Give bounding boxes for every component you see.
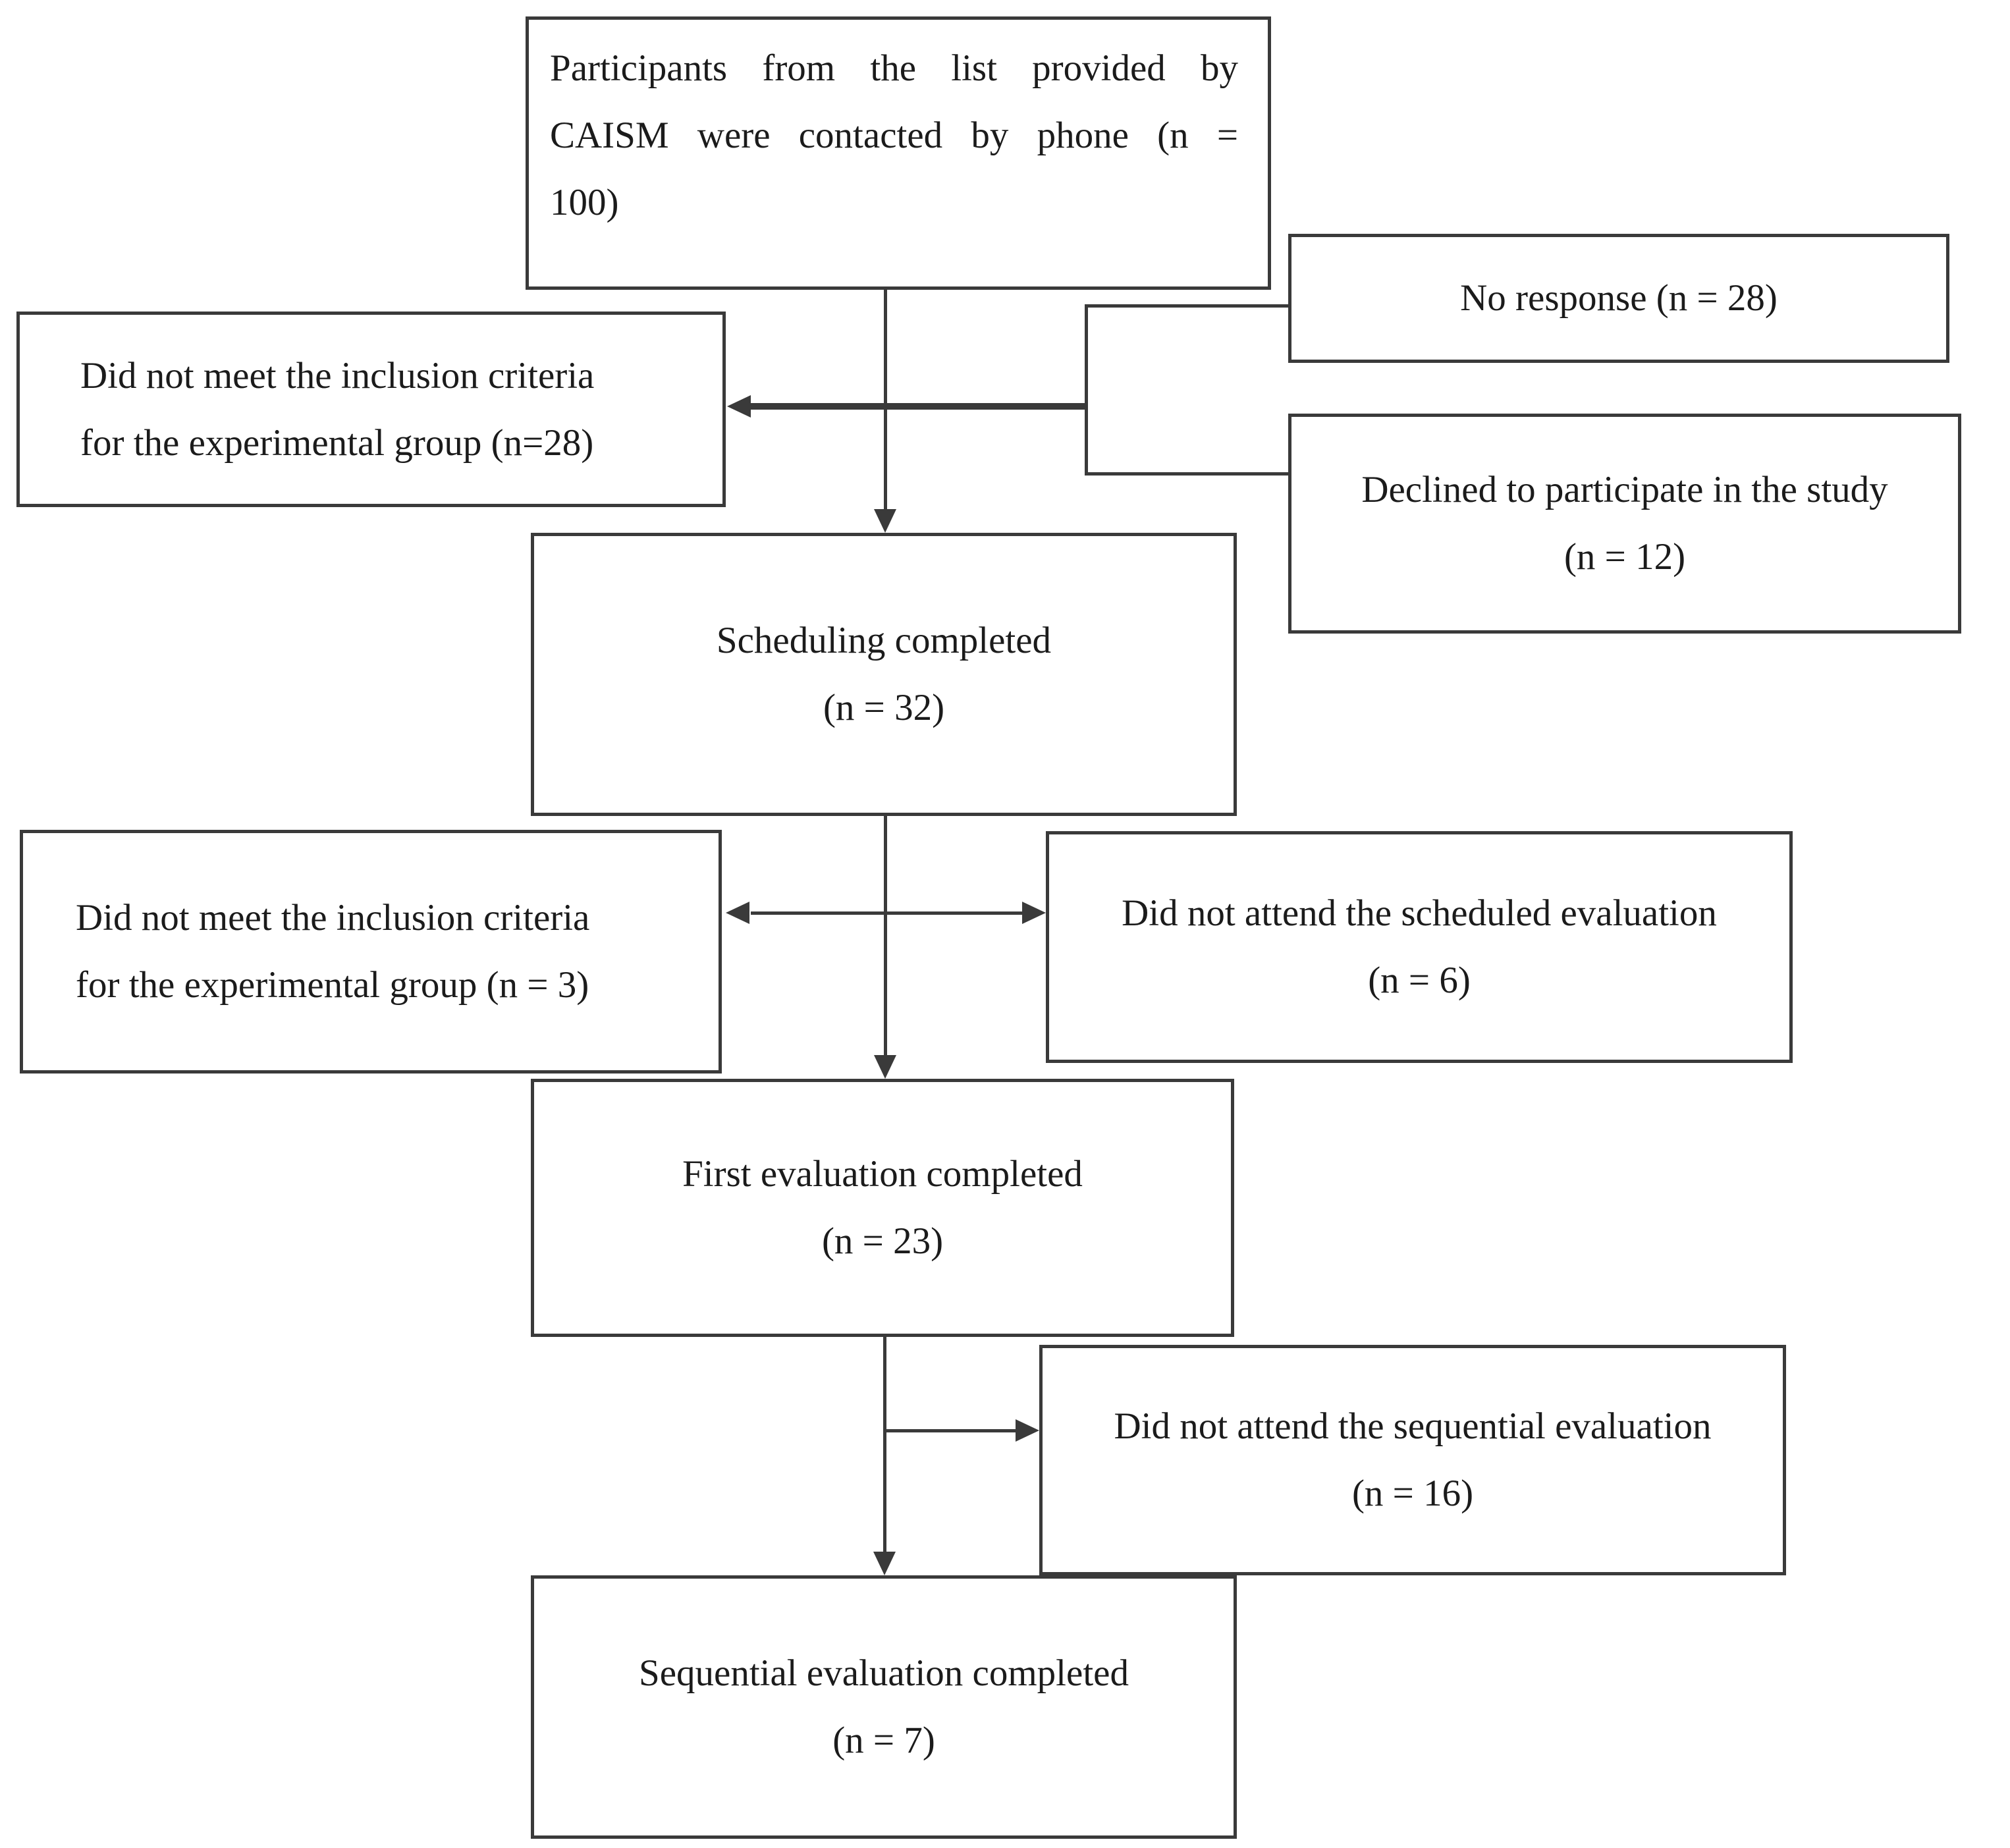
node-text-line: 100) — [550, 181, 619, 223]
node-text-line: Participants from the list provided by — [550, 47, 1238, 89]
node-no-response: No response (n = 28) — [1288, 234, 1949, 363]
connector-to-no-response — [1085, 304, 1288, 308]
node-excluded-inclusion-criteria-n3: Did not meet the inclusion criteria for … — [20, 830, 722, 1073]
arrowhead-down-first-eval — [874, 1055, 896, 1079]
node-text-line: First evaluation completed — [682, 1153, 1083, 1195]
connector-excluded-and-missed-scheduled — [751, 911, 1022, 915]
node-text-line: Did not attend the scheduled evaluation — [1122, 892, 1717, 934]
node-text-line: (n = 12) — [1563, 536, 1686, 578]
connector-to-missed-sequential — [884, 1429, 1016, 1432]
node-text-line: No response (n = 28) — [1460, 277, 1778, 319]
node-text-line: (n = 16) — [1351, 1473, 1474, 1514]
node-text-line: Sequential evaluation completed — [639, 1652, 1129, 1694]
node-text-line: Did not meet the inclusion criteria — [80, 354, 595, 396]
node-text-line: CAISM were contacted by phone (n = — [550, 114, 1238, 156]
connector-first-eval-to-sequential — [883, 1337, 886, 1553]
node-text-line: Declined to participate in the study — [1361, 469, 1888, 510]
node-text-line: for the experimental group (n = 3) — [76, 964, 589, 1006]
node-participants-contacted: Participants from the list provided by C… — [526, 16, 1271, 290]
connector-contacted-to-scheduling — [884, 290, 887, 511]
node-excluded-inclusion-criteria-n28: Did not meet the inclusion criteria for … — [16, 312, 726, 507]
node-missed-scheduled-evaluation: Did not attend the scheduled evaluation … — [1046, 831, 1793, 1063]
connector-to-excluded-phone — [751, 403, 1087, 410]
node-text-line: Scheduling completed — [716, 620, 1052, 661]
arrowhead-left-excluded-phone — [727, 395, 751, 418]
node-text-line: Did not attend the sequential evaluation — [1114, 1405, 1712, 1447]
arrowhead-left-excluded-scheduling — [726, 902, 749, 924]
connector-scheduling-to-first-eval — [884, 816, 887, 1056]
arrowhead-down-scheduling — [874, 509, 896, 533]
node-declined-to-participate: Declined to participate in the study (n … — [1288, 414, 1961, 634]
node-sequential-evaluation-completed: Sequential evaluation completed (n = 7) — [531, 1575, 1237, 1839]
node-text-line: (n = 32) — [823, 687, 945, 728]
node-scheduling-completed: Scheduling completed (n = 32) — [531, 533, 1237, 816]
arrowhead-right-missed-scheduled — [1022, 902, 1046, 924]
node-first-evaluation-completed: First evaluation completed (n = 23) — [531, 1079, 1234, 1337]
node-missed-sequential-evaluation: Did not attend the sequential evaluation… — [1039, 1345, 1786, 1575]
connector-to-declined — [1085, 472, 1288, 476]
arrowhead-down-sequential — [873, 1552, 896, 1575]
connector-right-bracket-vertical — [1085, 304, 1088, 476]
arrowhead-right-missed-sequential — [1016, 1419, 1039, 1442]
node-text-line: (n = 23) — [821, 1220, 944, 1262]
node-text-line: (n = 6) — [1368, 960, 1471, 1001]
node-text-line: Did not meet the inclusion criteria — [76, 897, 590, 938]
node-text-line: for the experimental group (n=28) — [80, 421, 594, 464]
node-text-line: (n = 7) — [832, 1720, 935, 1761]
